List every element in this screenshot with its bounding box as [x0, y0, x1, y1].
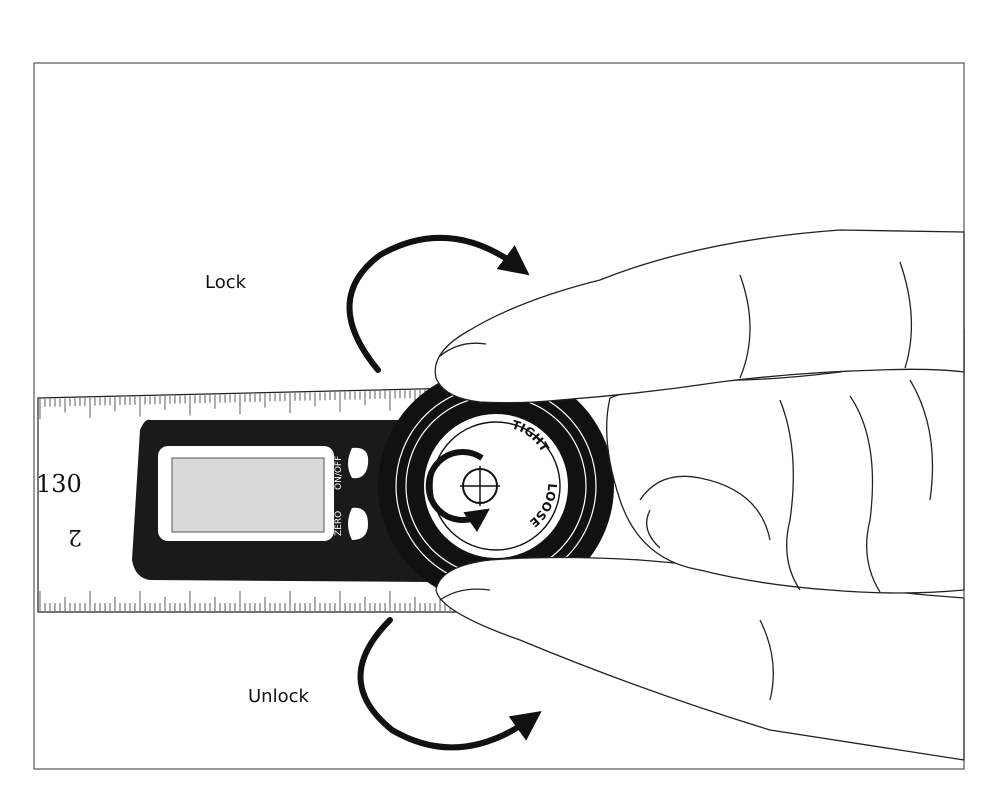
zero-button[interactable] — [348, 507, 368, 540]
knob-inner-ring — [431, 421, 561, 551]
ruler-number-2: 2 — [68, 524, 82, 549]
crosshair-icon — [460, 466, 500, 506]
lock-label: Lock — [205, 272, 247, 293]
ruler-ticks-bottom — [39, 591, 456, 611]
on-off-label: ON/OFF — [334, 456, 344, 490]
lcd-screen — [171, 457, 325, 533]
unlock-label: Unlock — [248, 686, 309, 707]
zero-label: ZERO — [334, 511, 344, 536]
on-off-button[interactable] — [348, 447, 369, 479]
ruler-number-130: 130 — [36, 470, 82, 498]
arrow-clockwise-unlock-icon — [357, 617, 542, 751]
digital-protractor-device: ON/OFF ZERO TIGHT LOOSE — [132, 368, 614, 604]
arrow-clockwise-lock-icon — [346, 234, 530, 373]
hand-illustration — [434, 229, 965, 761]
knob-arrow-icon — [425, 449, 490, 533]
